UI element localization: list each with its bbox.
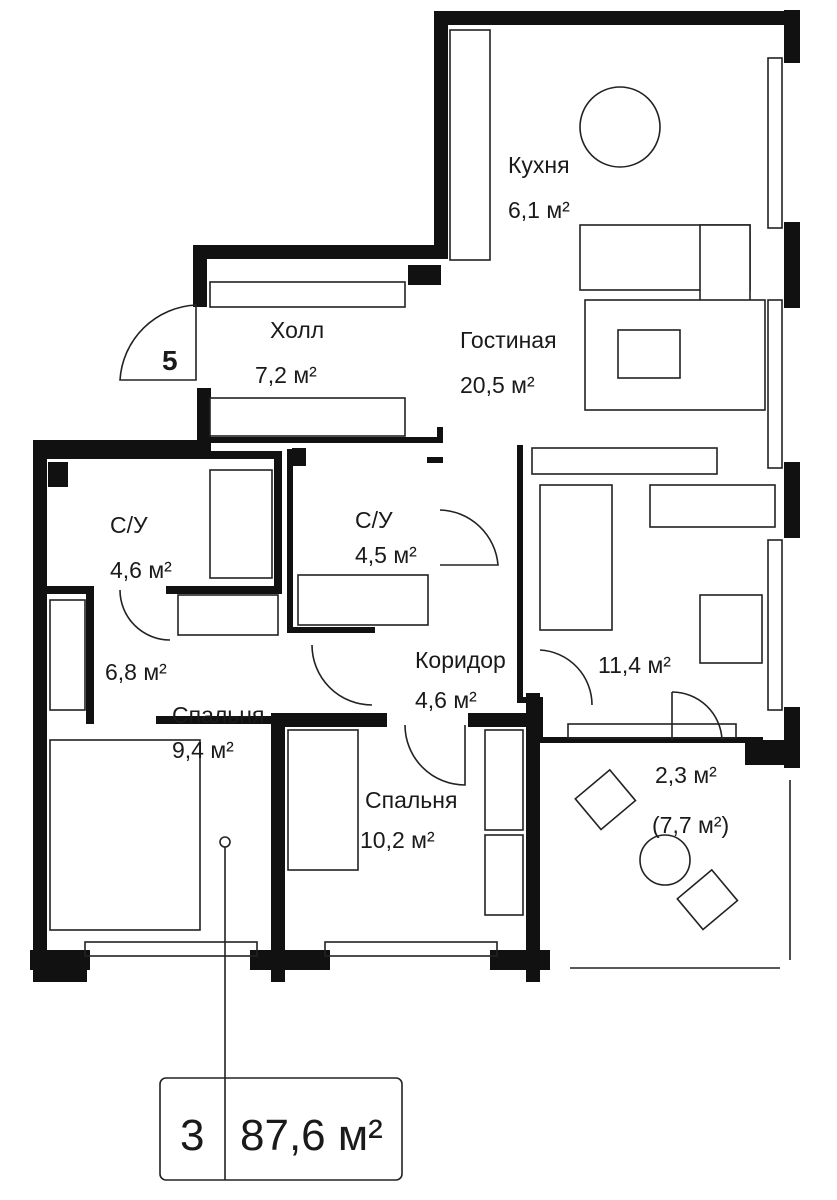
total-area: 87,6 м² <box>240 1111 383 1160</box>
kitchen-name: Кухня <box>508 152 570 178</box>
bedroom3-area: 11,4 м² <box>598 652 671 678</box>
bedroom2-area: 10,2 м² <box>360 827 435 853</box>
bath1-area: 4,6 м² <box>110 557 172 583</box>
summary-box: 3 87,6 м² <box>159 1077 403 1181</box>
bedroom1-area: 9,4 м² <box>172 737 234 763</box>
hall-area: 7,2 м² <box>255 362 317 388</box>
wardrobe-area: 6,8 м² <box>105 659 167 685</box>
balcony-area: 2,3 м² <box>655 762 717 788</box>
kitchen-area: 6,1 м² <box>508 197 570 223</box>
walls <box>30 10 800 982</box>
bedroom2-name: Спальня <box>365 787 457 813</box>
furniture <box>49 29 776 1078</box>
bedroom1-name: Спальня <box>172 702 264 728</box>
bath2-area: 4,5 м² <box>355 542 417 568</box>
rooms-count: 3 <box>180 1111 204 1160</box>
living-area: 20,5 м² <box>460 372 535 398</box>
corridor-name: Коридор <box>415 647 506 673</box>
corridor-area: 4,6 м² <box>415 687 477 713</box>
windows <box>84 57 791 969</box>
doors <box>119 304 723 786</box>
balcony-area-full: (7,7 м²) <box>652 812 729 838</box>
hall-name: Холл <box>270 317 324 343</box>
bath1-name: С/У <box>110 512 148 538</box>
bath2-name: С/У <box>355 507 393 533</box>
entrance-number: 5 <box>162 345 178 376</box>
living-name: Гостиная <box>460 327 557 353</box>
